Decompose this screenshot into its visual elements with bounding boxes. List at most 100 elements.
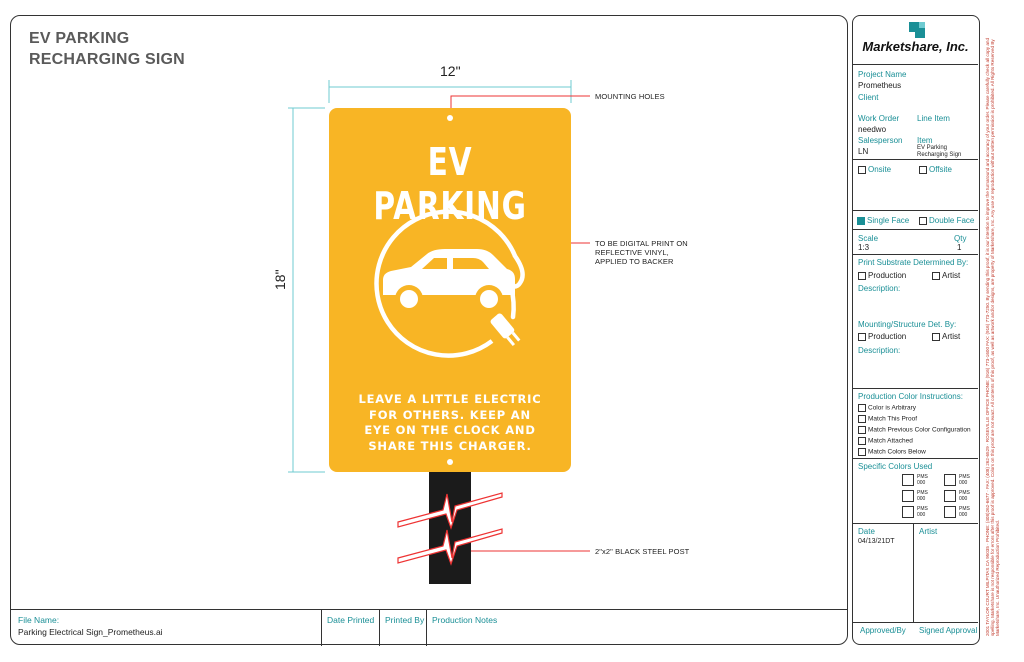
- color-option-1-label: Match This Proof: [868, 415, 918, 423]
- pms-label-4-bottom: 000: [959, 495, 968, 502]
- panel-divider: [853, 210, 978, 211]
- color-option-2-label: Match Previous Color Configuration: [868, 426, 971, 434]
- date-artist-divider: [913, 523, 914, 623]
- post-break-marks: [397, 492, 503, 566]
- pms-label-2-bottom: 000: [959, 479, 968, 486]
- drawing-frame: [10, 15, 848, 645]
- onsite-checkbox[interactable]: Onsite: [858, 165, 891, 174]
- mounting-artist-box[interactable]: [932, 332, 940, 341]
- offsite-checkbox[interactable]: Offsite: [919, 165, 952, 174]
- sign-message-line2: FOR OTHERS. KEEP AN: [369, 407, 531, 422]
- offsite-box[interactable]: [919, 165, 927, 174]
- title-block-panel: Marketshare, Inc. Project Name Prometheu…: [852, 15, 980, 645]
- steel-post: [429, 472, 471, 584]
- color-option-1-box[interactable]: [858, 415, 866, 423]
- onsite-box[interactable]: [858, 165, 866, 174]
- color-option-2-box[interactable]: [858, 426, 866, 434]
- pms-label-5-bottom: 000: [917, 511, 926, 518]
- work-order-label: Work Order: [858, 114, 900, 123]
- panel-divider: [853, 523, 978, 524]
- date-printed-label: Date Printed: [327, 615, 375, 625]
- single-face-checkbox[interactable]: Single Face: [857, 216, 909, 225]
- single-face-label: Single Face: [867, 216, 910, 225]
- color-swatch-1[interactable]: [902, 474, 914, 486]
- mounting-leader: [450, 95, 590, 113]
- mounting-production-box[interactable]: [858, 332, 866, 341]
- substrate-label: Print Substrate Determined By:: [858, 258, 969, 267]
- color-option-4-label: Match Colors Below: [868, 448, 926, 456]
- single-face-box[interactable]: [857, 216, 865, 225]
- item-value-line1: EV Parking: [917, 145, 948, 151]
- pms-label-3-top: PMS: [917, 490, 928, 496]
- item-label: Item: [917, 136, 933, 145]
- color-swatch-5[interactable]: [902, 506, 914, 518]
- item-value-line2: Recharging Sign: [917, 151, 962, 158]
- drawing-title: EV PARKING RECHARGING SIGN: [29, 28, 185, 70]
- project-name-value: Prometheus: [858, 81, 902, 90]
- mounting-description-label: Description:: [858, 346, 901, 355]
- scale-value: 1:3: [858, 243, 870, 252]
- work-order-value: needwo: [858, 125, 887, 134]
- mounting-artist-label: Artist: [942, 332, 961, 341]
- callout-post: 2"x2" BLACK STEEL POST: [595, 547, 690, 556]
- mounting-production-checkbox[interactable]: Production: [858, 332, 906, 341]
- color-option-2[interactable]: Match Previous Color Configuration: [858, 426, 971, 434]
- double-face-label: Double Face: [929, 216, 975, 225]
- printed-by-label: Printed By: [385, 615, 425, 625]
- substrate-production-label: Production: [868, 271, 907, 280]
- sign-message-line3: EYE ON THE CLOCK AND: [364, 423, 536, 437]
- callout-print-line3: APPLIED TO BACKER: [595, 257, 674, 266]
- sign-message-line1: LEAVE A LITTLE ELECTRIC: [358, 392, 542, 406]
- ev-parking-sign: EV PARKING LEAVE A LITTLE ELECTRIC FOR O…: [329, 108, 571, 472]
- post-break-lower: [397, 528, 503, 566]
- width-dimension-label: 12": [440, 63, 461, 79]
- double-face-box[interactable]: [919, 216, 927, 225]
- post-break-upper: [397, 492, 503, 530]
- color-option-3-label: Match Attached: [868, 437, 913, 445]
- panel-divider: [853, 622, 978, 623]
- offsite-label: Offsite: [929, 165, 952, 174]
- file-name-value: Parking Electrical Sign_Prometheus.ai: [18, 627, 163, 637]
- color-swatch-2[interactable]: [944, 474, 956, 486]
- production-notes-label: Production Notes: [432, 615, 498, 625]
- color-option-3-box[interactable]: [858, 437, 866, 445]
- drawing-title-line1: EV PARKING: [29, 30, 130, 47]
- color-swatch-4[interactable]: [944, 490, 956, 502]
- color-option-1[interactable]: Match This Proof: [858, 415, 917, 423]
- substrate-production-box[interactable]: [858, 271, 866, 280]
- scale-label: Scale: [858, 234, 879, 243]
- company-logo-icon: [909, 22, 925, 38]
- color-option-0-label: Color is Arbitrary: [868, 404, 917, 412]
- mounting-artist-checkbox[interactable]: Artist: [932, 332, 960, 341]
- pms-label-1-top: PMS: [917, 474, 928, 480]
- sign-message: LEAVE A LITTLE ELECTRIC FOR OTHERS. KEEP…: [329, 392, 571, 454]
- sign-title: EV PARKING: [373, 140, 527, 228]
- color-option-4[interactable]: Match Colors Below: [858, 448, 926, 456]
- color-option-4-box[interactable]: [858, 448, 866, 456]
- artist-label: Artist: [919, 527, 938, 536]
- color-option-3[interactable]: Match Attached: [858, 437, 913, 445]
- line-item-label: Line Item: [917, 114, 950, 123]
- footer-info-strip: File Name: Parking Electrical Sign_Prome…: [10, 609, 848, 646]
- panel-divider: [853, 458, 978, 459]
- substrate-artist-checkbox[interactable]: Artist: [932, 271, 960, 280]
- color-swatch-6[interactable]: [944, 506, 956, 518]
- double-face-checkbox[interactable]: Double Face: [919, 216, 974, 225]
- color-swatch-3[interactable]: [902, 490, 914, 502]
- substrate-artist-box[interactable]: [932, 271, 940, 280]
- mounting-hole-top: [447, 115, 453, 121]
- approved-by-label: Approved/By: [860, 626, 906, 635]
- color-option-0[interactable]: Color is Arbitrary: [858, 404, 916, 412]
- drawing-title-line2: RECHARGING SIGN: [29, 51, 185, 68]
- onsite-label: Onsite: [868, 165, 892, 174]
- color-option-0-box[interactable]: [858, 404, 866, 412]
- panel-divider: [853, 159, 978, 160]
- date-label: Date: [858, 527, 875, 536]
- signed-approval-label: Signed Approval: [919, 626, 978, 635]
- pms-label-4-top: PMS: [959, 490, 970, 496]
- production-notes-cell: Production Notes: [426, 610, 847, 646]
- substrate-production-checkbox[interactable]: Production: [858, 271, 906, 280]
- ev-car-charging-icon: [374, 209, 525, 358]
